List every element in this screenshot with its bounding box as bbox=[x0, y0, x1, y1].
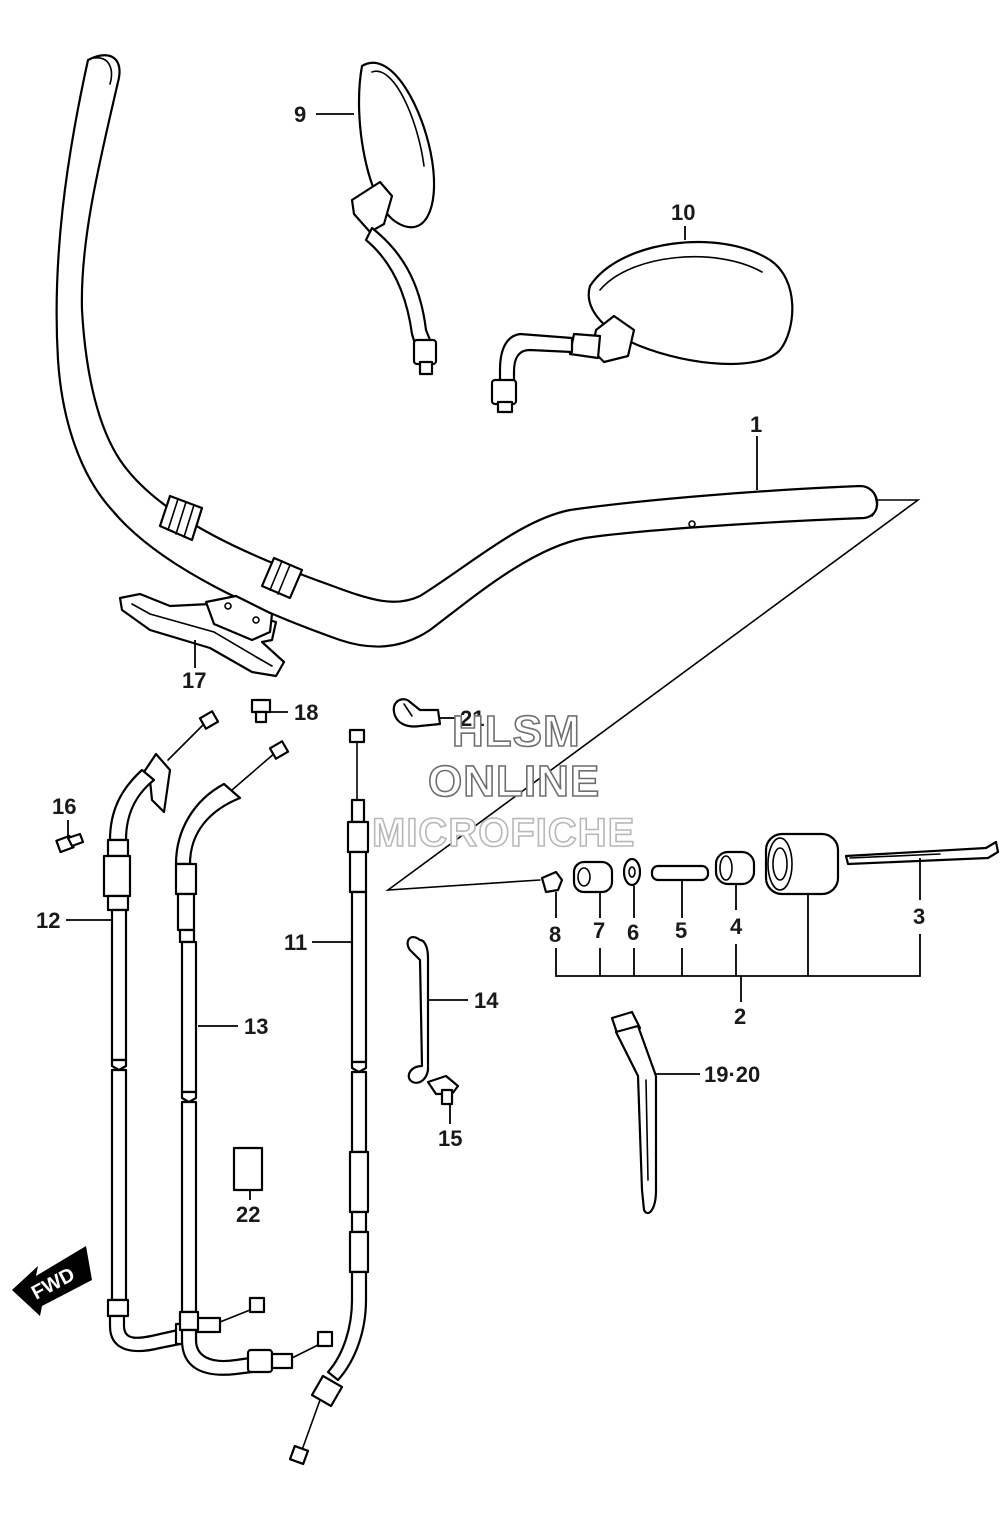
watermark-line-1: HLSM bbox=[452, 707, 581, 756]
callout-14: 14 bbox=[474, 988, 499, 1013]
cable-11 bbox=[288, 728, 370, 1466]
watermark: HLSM ONLINE MICROFICHE bbox=[371, 706, 635, 856]
bar-end-assembly bbox=[540, 832, 1000, 896]
mirror-left bbox=[350, 61, 438, 376]
watermark-line-3: MICROFICHE bbox=[372, 811, 635, 855]
mirror-right bbox=[490, 240, 794, 414]
callout-12: 12 bbox=[36, 908, 60, 933]
bolt-15 bbox=[426, 1074, 460, 1106]
callout-numbers: 9 10 1 17 18 21 16 12 13 11 14 15 22 19·… bbox=[36, 102, 925, 1227]
cable-tie bbox=[610, 1010, 658, 1215]
callout-17: 17 bbox=[182, 668, 206, 693]
callout-9: 9 bbox=[294, 102, 306, 127]
callout-8: 8 bbox=[549, 922, 561, 947]
cable-clamp-21 bbox=[392, 698, 442, 728]
callout-7: 7 bbox=[593, 918, 605, 943]
callout-16: 16 bbox=[52, 794, 76, 819]
callout-22: 22 bbox=[236, 1202, 260, 1227]
callout-21: 21 bbox=[460, 706, 484, 731]
handlebar bbox=[55, 54, 879, 648]
label-22 bbox=[232, 1146, 264, 1192]
callout-1: 1 bbox=[750, 412, 762, 437]
callout-10: 10 bbox=[671, 200, 695, 225]
cable-bracket bbox=[118, 592, 286, 678]
callout-2: 2 bbox=[734, 1004, 746, 1029]
bolt-18 bbox=[250, 698, 272, 724]
clip-14 bbox=[406, 935, 430, 1084]
callout-15: 15 bbox=[438, 1126, 462, 1151]
callout-3: 3 bbox=[913, 904, 925, 929]
cable-13 bbox=[174, 740, 334, 1376]
callout-18: 18 bbox=[294, 700, 318, 725]
guide-line bbox=[385, 499, 921, 891]
leader-lines bbox=[66, 113, 921, 1200]
callout-11: 11 bbox=[284, 930, 307, 955]
bolt-16 bbox=[55, 832, 85, 854]
watermark-line-2: ONLINE bbox=[428, 757, 600, 806]
forward-direction-badge: FWD bbox=[12, 1246, 92, 1316]
callout-6: 6 bbox=[627, 920, 639, 945]
callout-4: 4 bbox=[730, 914, 743, 939]
callout-13: 13 bbox=[244, 1014, 268, 1039]
callout-19-20: 19·20 bbox=[704, 1062, 760, 1087]
callout-5: 5 bbox=[675, 918, 687, 943]
